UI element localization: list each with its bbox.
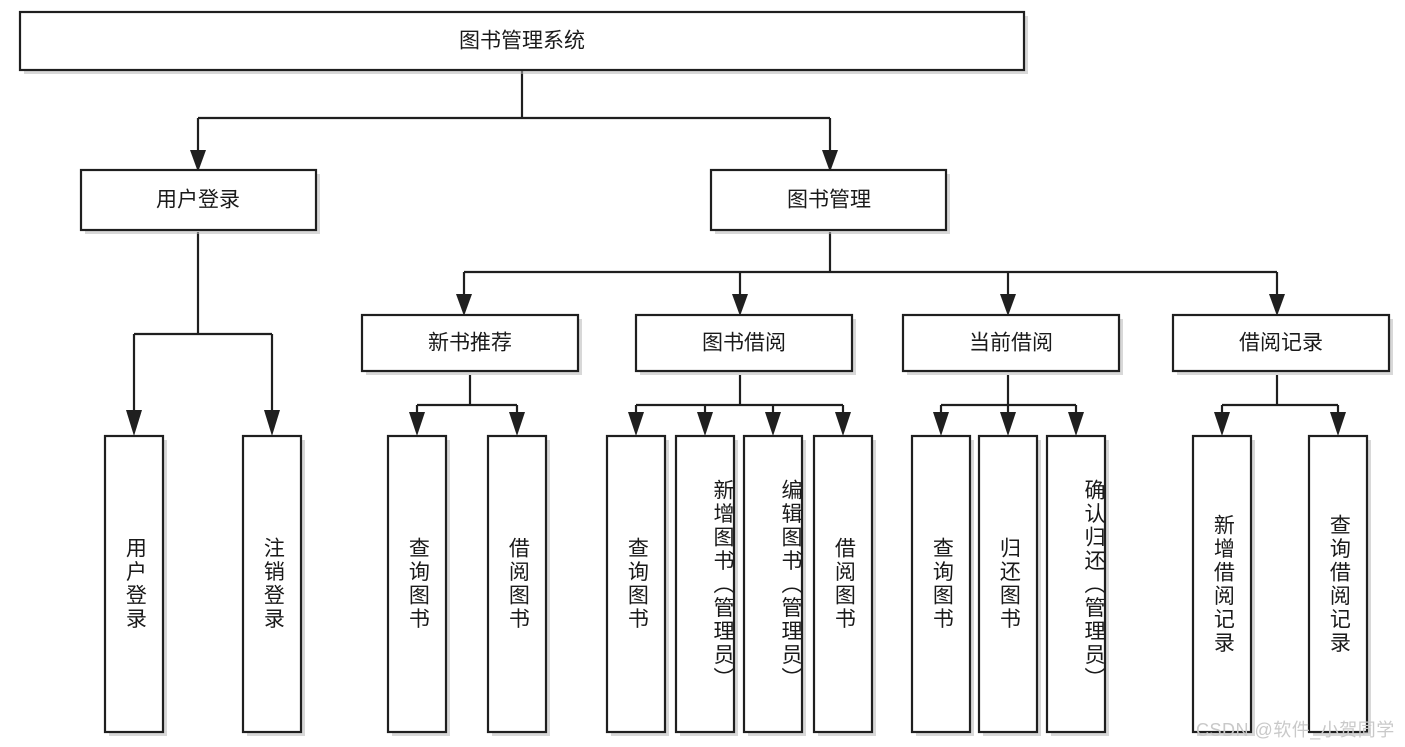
node-book-manage[interactable] (709, 168, 948, 232)
arrow-down-icon (190, 150, 206, 172)
arrow-down-icon (409, 412, 425, 436)
node-root-label: 图书管理系统 (459, 30, 585, 53)
node-book-manage-label: 图书管理 (787, 189, 871, 212)
arrow-down-icon (1068, 412, 1084, 436)
node-current-borrow-label: 当前借阅 (969, 332, 1053, 355)
node-leaf-add-book[interactable] (674, 434, 736, 734)
node-user-login[interactable] (79, 168, 318, 232)
node-new-book-rec[interactable] (360, 313, 580, 373)
node-leaf-edit-book[interactable] (742, 434, 804, 734)
arrow-down-icon (456, 294, 472, 316)
arrow-down-icon (732, 294, 748, 316)
arrow-down-icon (126, 410, 142, 436)
arrow-down-icon (822, 150, 838, 172)
node-leaf-query-record[interactable] (1307, 434, 1369, 734)
node-leaf-borrow-book-1[interactable] (486, 434, 548, 734)
arrow-down-icon (1000, 412, 1016, 436)
node-leaf-user-login[interactable] (103, 434, 165, 734)
node-leaf-return-book[interactable] (977, 434, 1039, 734)
arrow-down-icon (765, 412, 781, 436)
node-leaf-borrow-book-2[interactable] (812, 434, 874, 734)
arrow-down-icon (1000, 294, 1016, 316)
nodes-group: 图书管理系统 用户登录 图书管理 新书推荐 图书借阅 当前借阅 借阅记录 (18, 10, 1393, 736)
node-leaf-add-record[interactable] (1191, 434, 1253, 734)
arrow-down-icon (933, 412, 949, 436)
arrow-down-icon (1330, 412, 1346, 436)
arrow-down-icon (264, 410, 280, 436)
connectors-group (126, 70, 1346, 436)
node-book-borrow[interactable] (634, 313, 854, 373)
arrow-down-icon (628, 412, 644, 436)
node-borrow-record-label: 借阅记录 (1239, 332, 1323, 355)
node-current-borrow[interactable] (901, 313, 1121, 373)
arrow-down-icon (697, 412, 713, 436)
arrow-down-icon (1214, 412, 1230, 436)
arrow-down-icon (835, 412, 851, 436)
csdn-watermark: CSDN @软件_小贺同学 (1196, 720, 1395, 740)
node-leaf-query-book-2[interactable] (605, 434, 667, 734)
arrow-down-icon (509, 412, 525, 436)
node-root[interactable] (18, 10, 1026, 72)
node-borrow-record[interactable] (1171, 313, 1391, 373)
node-user-login-label: 用户登录 (156, 189, 240, 212)
node-leaf-logout[interactable] (241, 434, 303, 734)
arrow-down-icon (1269, 294, 1285, 316)
node-book-borrow-label: 图书借阅 (702, 332, 786, 355)
node-leaf-query-book-3[interactable] (910, 434, 972, 734)
node-new-book-rec-label: 新书推荐 (428, 332, 512, 355)
node-leaf-query-book-1[interactable] (386, 434, 448, 734)
node-leaf-confirm-return[interactable] (1045, 434, 1107, 734)
